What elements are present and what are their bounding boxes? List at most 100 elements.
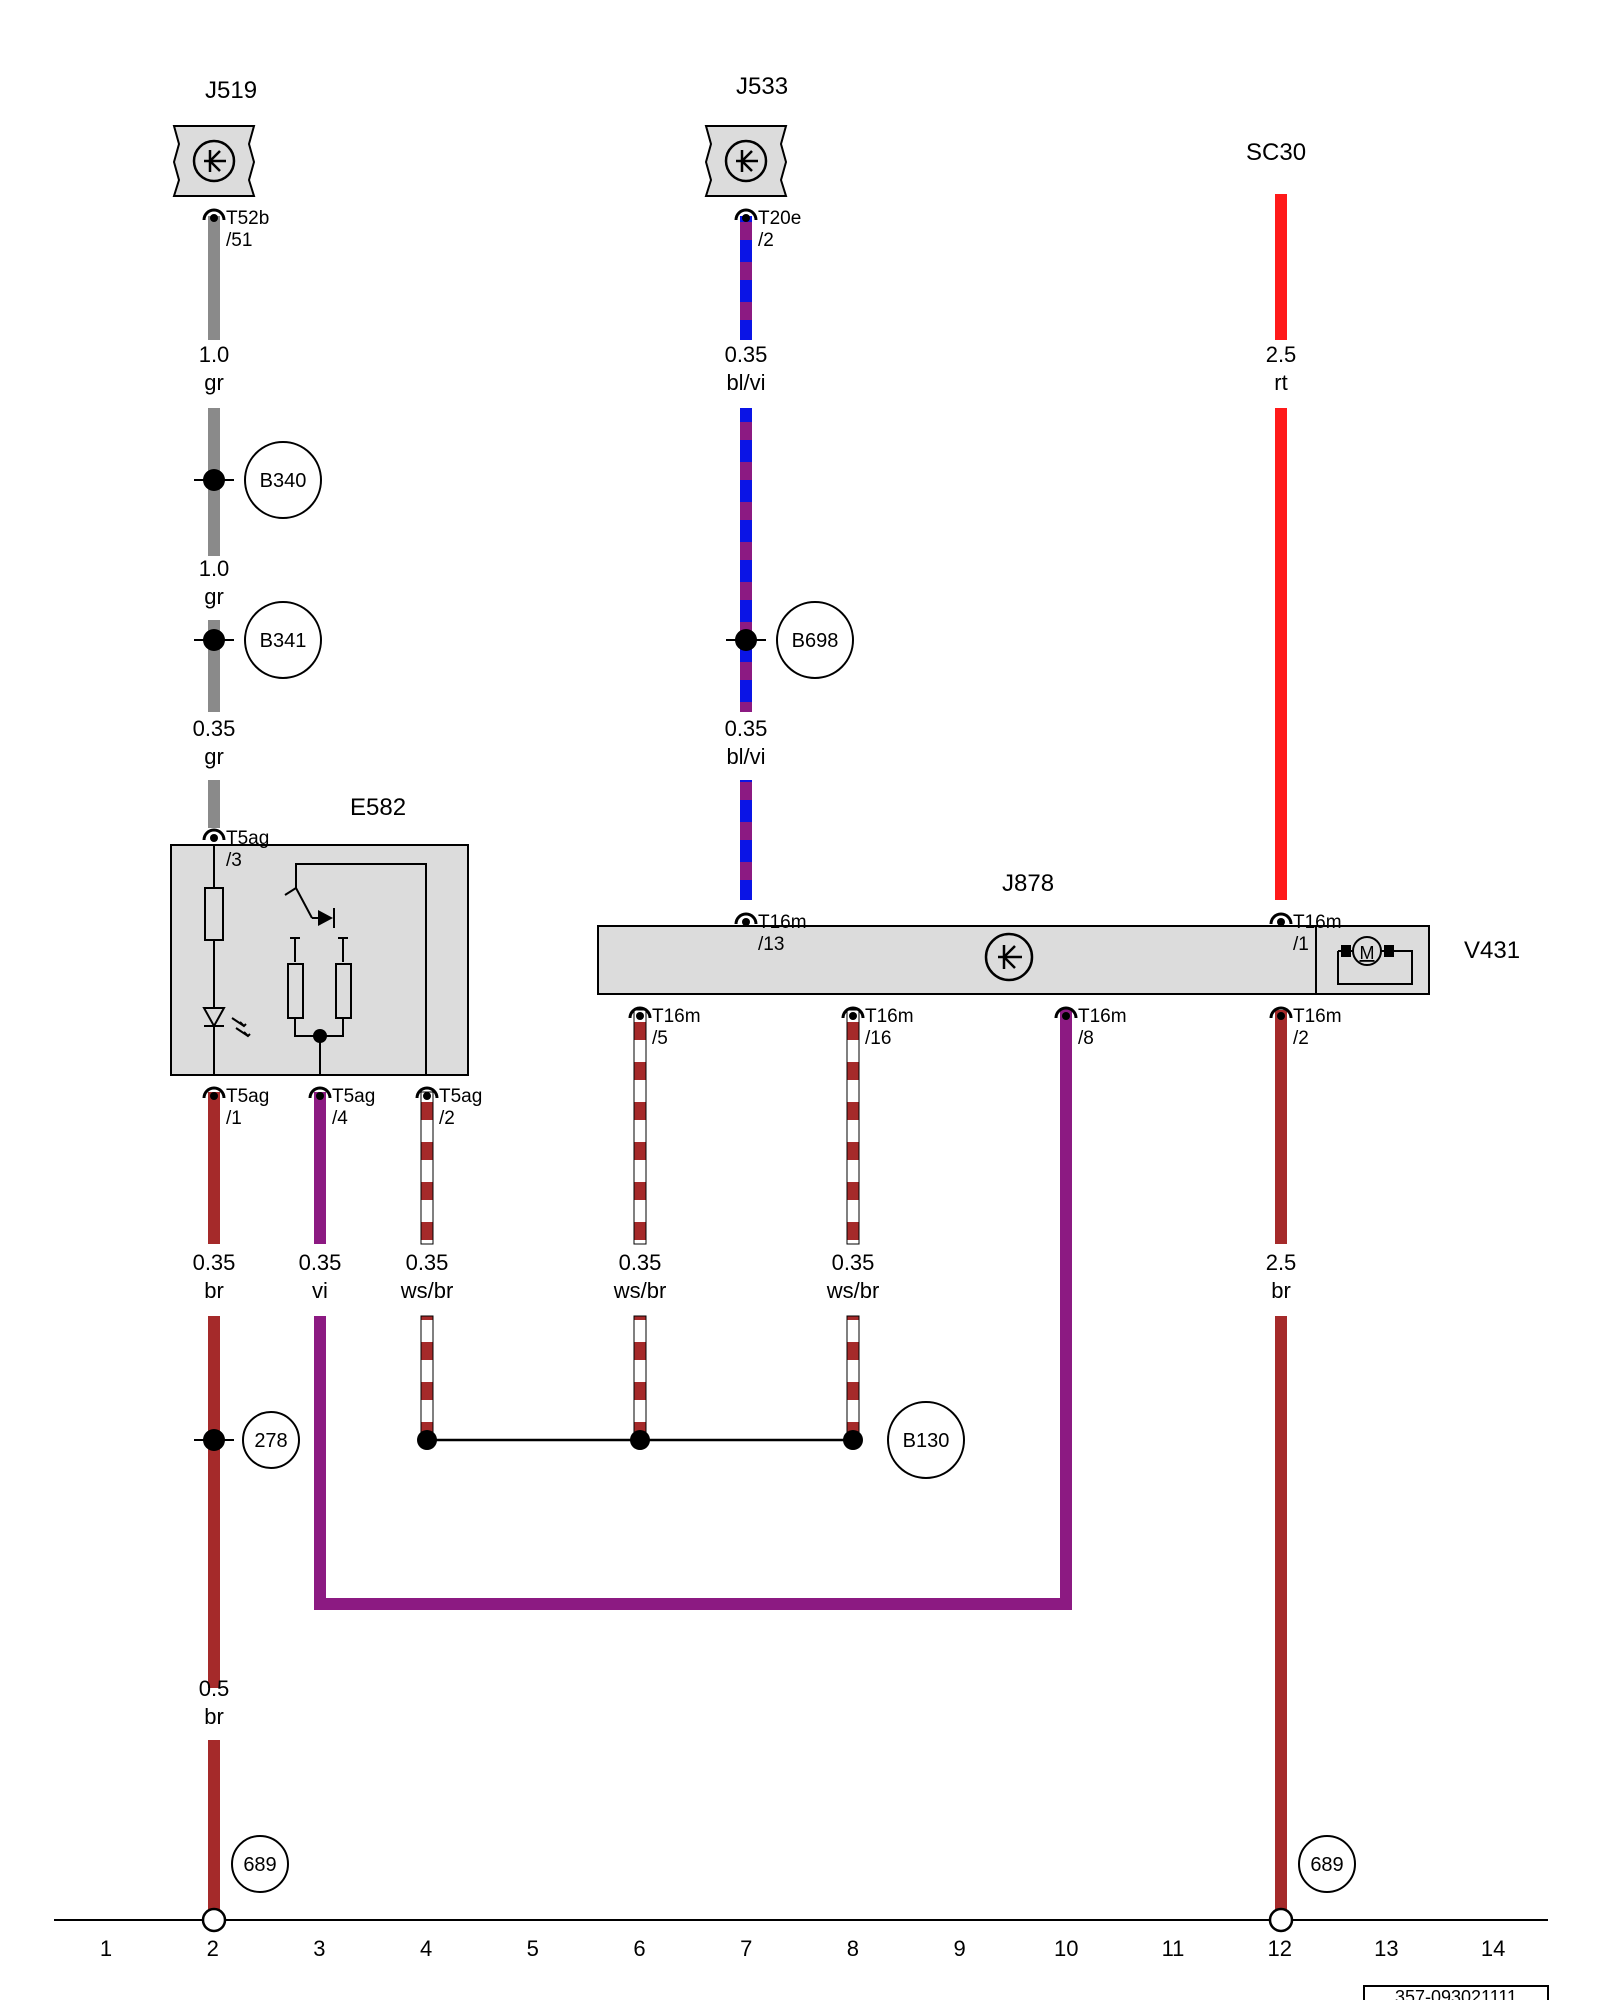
j533-ecu-symbol [704, 125, 788, 197]
pin-t16m-8: T16m/8 [1054, 1006, 1127, 1049]
wire-br-col2-b [208, 1316, 220, 1688]
j533-label: J533 [736, 73, 788, 100]
grid-number: 8 [847, 1936, 859, 1961]
j519-label: J519 [205, 77, 257, 104]
grid-number: 3 [313, 1936, 325, 1961]
ground-point [201, 1907, 227, 1933]
wire-br-col2-c [208, 1740, 220, 1910]
wire-blvi-3 [740, 780, 752, 900]
connector-c278: 278 [194, 1411, 300, 1469]
connector-c689a: 689 [231, 1835, 289, 1893]
j878-label: J878 [1002, 870, 1054, 897]
wire-br-col12-b [1275, 1316, 1287, 1910]
grid-number: 6 [633, 1936, 645, 1961]
j878-module [597, 925, 1317, 995]
splice-dot [843, 1430, 863, 1450]
wire-br-col12-a [1275, 1010, 1287, 1244]
grid-number: 9 [953, 1936, 965, 1961]
connector-c689b: 689 [1298, 1835, 1356, 1893]
sc30-label: SC30 [1246, 139, 1306, 166]
wire-vi-col3-a [314, 1092, 326, 1244]
connector-label: B341 [260, 630, 307, 652]
wire-gr-1 [208, 216, 220, 340]
e582-label: E582 [350, 794, 406, 821]
grid-number: 12 [1267, 1936, 1291, 1961]
splice-dot [417, 1430, 437, 1450]
wire-wsbr-col8-b [846, 1315, 860, 1441]
wire-rt-2 [1275, 408, 1287, 900]
pin-label: T5ag/3 [226, 828, 269, 871]
pin-label: T5ag/1 [226, 1086, 269, 1129]
connector-b130: B130 [887, 1401, 965, 1479]
e582-module [170, 844, 469, 1076]
pin-t5ag-2: T5ag/2 [415, 1086, 482, 1129]
grid-number: 7 [740, 1936, 752, 1961]
pin-label: T16m/16 [865, 1006, 914, 1049]
pin-t16m-13: T16m/13 [734, 912, 807, 955]
wire-blvi-1 [740, 216, 752, 340]
connector-b340: B340 [194, 441, 322, 519]
pin-label: T52b/51 [226, 208, 269, 251]
grid-number: 11 [1162, 1936, 1185, 1961]
wire-br-col2-a [208, 1092, 220, 1244]
pin-label: T16m/8 [1078, 1006, 1127, 1049]
pin-label: T16m/5 [652, 1006, 701, 1049]
connector-label: B340 [260, 470, 307, 492]
v431-label: V431 [1464, 937, 1520, 964]
pin-t5ag-3: T5ag/3 [202, 828, 269, 871]
grid-number: 4 [420, 1936, 432, 1961]
connector-label: 689 [243, 1854, 276, 1876]
pin-label: T16m/2 [1293, 1006, 1342, 1049]
wire-wsbr-col6-a [633, 1009, 647, 1245]
pin-t52b-51: T52b/51 [202, 208, 269, 251]
wire-wsbr-col4-a [420, 1091, 434, 1245]
pin-t20e-2: T20e/2 [734, 208, 801, 251]
grid-number: 2 [207, 1936, 219, 1961]
wire-wsbr-col6-b [633, 1315, 647, 1441]
pin-t16m-2: T16m/2 [1269, 1006, 1342, 1049]
grid-number: 14 [1481, 1936, 1505, 1961]
connector-label: B130 [903, 1430, 950, 1452]
grid-number: 1 [100, 1936, 112, 1961]
ground-point [1268, 1907, 1294, 1933]
connector-label: B698 [792, 630, 839, 652]
motor-m-symbol: M [1360, 943, 1375, 963]
connector-label: 278 [254, 1430, 287, 1452]
pin-label: T16m/13 [758, 912, 807, 955]
pin-t5ag-4: T5ag/4 [308, 1086, 375, 1129]
connector-b698: B698 [726, 601, 854, 679]
doc-number: 357-093021111 [1395, 1987, 1517, 2000]
wire-rt-1 [1275, 194, 1287, 340]
wire-gr-4 [208, 780, 220, 828]
wire-wsbr-col8-a [846, 1009, 860, 1245]
pin-label: T5ag/2 [439, 1086, 482, 1129]
pin-label: T16m/1 [1293, 912, 1342, 955]
grid-number: 5 [527, 1936, 539, 1961]
pin-t5ag-1: T5ag/1 [202, 1086, 269, 1129]
splice-dot [630, 1430, 650, 1450]
connector-label: 689 [1310, 1854, 1343, 1876]
connector-b341: B341 [194, 601, 322, 679]
grid-number: 10 [1054, 1936, 1078, 1961]
pin-t16m-5: T16m/5 [628, 1006, 701, 1049]
pin-t16m-1: T16m/1 [1269, 912, 1342, 955]
pin-label: T20e/2 [758, 208, 801, 251]
